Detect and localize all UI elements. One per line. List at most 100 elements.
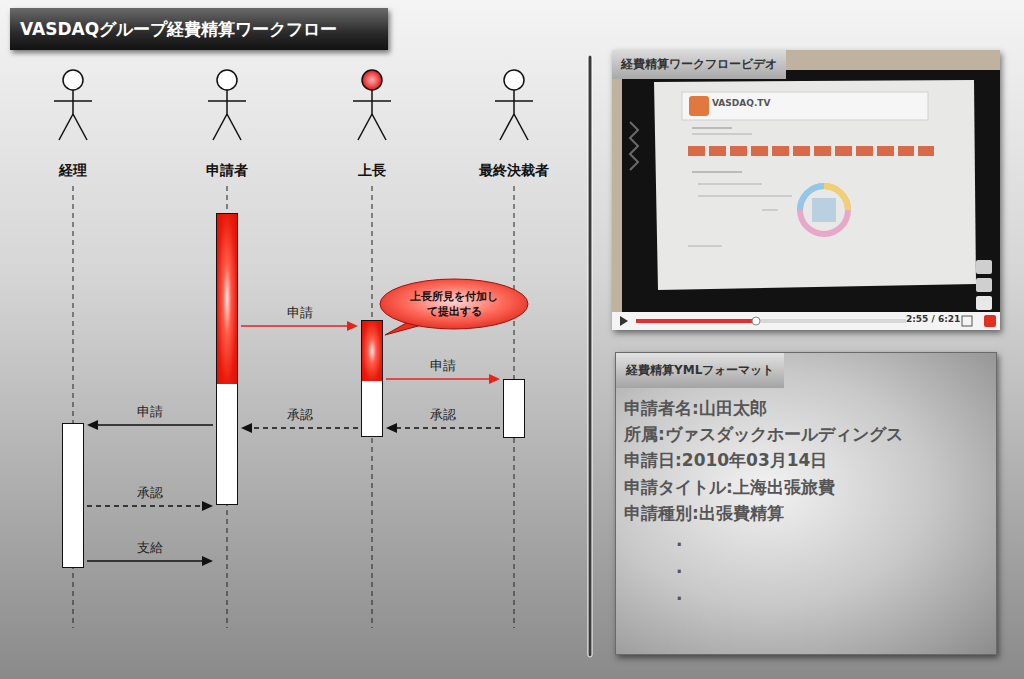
actor-node: 経理 [62,68,84,630]
message-line [251,427,358,429]
text-line [692,133,752,135]
callout-bubble [380,279,528,329]
actor-label: 上長 [358,162,386,180]
actor-node: 上長 [361,68,383,630]
message-line [241,325,348,327]
yml-line: 申請日:2010年03月14日 [624,449,827,471]
yml-line: 申請種別:出張費精算 [624,502,784,524]
actor-leg [59,114,73,140]
progress-knob [752,317,760,325]
actor-leg [73,114,87,140]
actor-leg [500,114,514,140]
player-icon [962,316,972,326]
activation-active [217,214,237,384]
callout-text: 上長所見を付加して提出する [406,289,502,319]
title-text: VASDAQグループ経費精算ワークフロー [10,8,388,50]
arrowhead [386,423,397,433]
progress-track [636,319,906,323]
text-line [698,195,792,197]
activation-bar [216,213,238,505]
screen [654,80,976,290]
channel-button [814,146,831,156]
title-bar: VASDAQグループ経費精算ワークフロー [10,8,388,50]
message-arrow [87,501,213,511]
actor-leg [227,114,241,140]
play-button [620,316,628,326]
channel-button [918,146,934,156]
channel-button [793,146,810,156]
actor-leg [514,114,528,140]
actor-body [513,90,515,114]
text-line [762,209,778,211]
text-line [688,245,722,247]
player-icon [984,315,996,327]
video-screenshot [612,50,1000,330]
arrowhead [202,556,213,566]
arrowhead [489,374,500,384]
video-node: 経費精算ワークフロービデオ [612,50,1000,330]
screen-logo: VASDAQ.TV [712,97,770,109]
message-line [87,505,203,507]
actor-label: 申請者 [206,162,248,180]
activation-bar [62,423,84,568]
actor-node: 最終決裁者 [503,68,525,630]
message-label: 承認 [287,407,313,423]
activation-bar [361,320,383,437]
color-wheel [800,186,848,234]
message-label: 承認 [430,407,456,423]
message-label: 申請 [287,305,313,321]
actor-label: 経理 [59,162,87,180]
player-controls [612,312,1000,330]
message-arrow [241,321,358,331]
channel-button [751,146,768,156]
yml-line: 申請者名:山田太郎 [624,397,767,419]
channel-button [835,146,852,156]
actor-arms [54,100,92,102]
video-time: 2:55 / 6:21 [906,313,960,325]
actor-body [226,90,228,114]
actor-label: 最終決裁者 [479,162,549,180]
arrowhead [202,501,213,511]
channel-button [688,146,705,156]
progress-fill [636,319,756,323]
arrowhead [347,321,358,331]
actor-arms [353,100,391,102]
side-icon [976,278,992,292]
rss-icon [689,96,709,116]
channel-button [877,146,894,156]
message-arrow [386,423,500,433]
message-arrow [241,423,358,433]
panel-tab: 経費精算YMLフォーマット [616,353,784,388]
cable [630,122,638,170]
actor-head [217,70,237,90]
channel-button [856,146,873,156]
message-line [396,427,500,429]
text-line [698,183,762,185]
message-arrow [87,556,213,566]
message-line [386,378,490,380]
color-wheel-center [812,198,836,222]
message-label: 承認 [137,485,163,501]
message-label: 申請 [430,358,456,374]
text-line [692,127,732,129]
message-label: 申請 [137,404,163,420]
activation-active [362,321,382,381]
actor-head [362,70,382,90]
actor-leg [213,114,227,140]
actor-figure [483,68,545,630]
side-icon [976,260,992,274]
monitor-bezel [622,70,1000,312]
yml-line: . [676,529,682,551]
message-label: 支給 [137,540,163,556]
message-line [87,560,203,562]
actor-head [504,70,524,90]
yml-line: 申請タイトル:上海出張旅費 [624,476,835,498]
message-arrow [87,420,213,430]
actor-leg [358,114,372,140]
channel-button [709,146,726,156]
arrowhead [241,423,252,433]
side-icon [976,296,992,310]
activation-bar [503,379,525,438]
actor-node: 申請者 [216,68,238,630]
page-header [682,92,928,120]
